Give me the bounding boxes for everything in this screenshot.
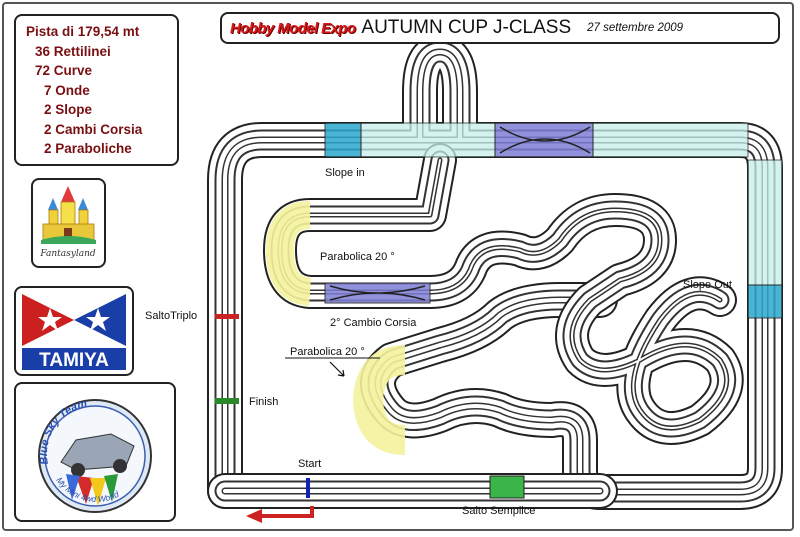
fantasyland-text: Fantasyland	[39, 249, 96, 259]
label-salto-triplo: SaltoTriplo	[145, 310, 197, 322]
tamiya-text: TAMIYA	[39, 350, 109, 371]
label-slope-in: Slope in	[325, 167, 365, 179]
fantasyland-logo: Fantasyland	[31, 178, 106, 268]
salto-semplice-section	[489, 475, 525, 499]
stat-onde: 7 Onde	[44, 82, 90, 98]
stat-slope: 2 Slope	[44, 102, 93, 117]
stat-paraboliche: 2 Paraboliche	[44, 141, 132, 156]
page-frame	[2, 2, 794, 531]
slope-out-section	[747, 284, 783, 319]
parabolica-2	[352, 345, 406, 455]
star-icon	[38, 308, 62, 331]
label-parabolica-1: Parabolica 20 °	[320, 251, 395, 263]
label-finish: Finish	[249, 396, 278, 408]
event-name: AUTUMN CUP J-CLASS	[361, 17, 572, 38]
parabolica-2-pointer	[329, 361, 345, 377]
track-stats-panel: Pista di 179,54 mt 36 Rettilinei 72 Curv…	[14, 14, 179, 166]
slope-in-ramp	[360, 122, 496, 158]
lane-change-1	[494, 122, 594, 158]
slope-out-ramp	[747, 159, 783, 286]
star-icon	[86, 308, 110, 331]
track-infield-loops	[263, 143, 744, 445]
label-salto-semplice: Salto Semplice	[462, 505, 535, 517]
finish-marker	[215, 398, 239, 404]
track-length: Pista di 179,54 mt	[26, 24, 140, 39]
brand-logo-text: Hobby Model Expo	[230, 19, 356, 37]
direction-arrow-head	[246, 509, 262, 523]
slope-in-section	[324, 122, 362, 158]
slope-top-right	[592, 122, 749, 158]
parabolica-1	[265, 201, 313, 306]
event-date: 27 settembre 2009	[587, 22, 684, 34]
tamiya-logo: TAMIYA	[14, 286, 134, 376]
label-parabolica-2: Parabolica 20 °	[290, 346, 365, 358]
blue-sky-team-logo: Blue Sky Team My Mini 4wd World	[14, 382, 176, 522]
label-cambio-corsia: 2° Cambio Corsia	[330, 317, 417, 329]
label-slope-out: Slope Out	[683, 279, 732, 291]
stat-curve: 72 Curve	[35, 63, 93, 78]
start-marker	[306, 478, 310, 498]
salto-triplo-marker	[215, 314, 239, 319]
label-start: Start	[298, 458, 321, 470]
stat-rettilinei: 36 Rettilinei	[35, 43, 111, 59]
event-title-banner: Hobby Model Expo AUTUMN CUP J-CLASS 27 s…	[220, 12, 780, 44]
castle-icon: Fantasyland	[39, 186, 96, 259]
direction-arrow	[258, 506, 314, 518]
stat-cambi-corsia: 2 Cambi Corsia	[44, 121, 143, 137]
